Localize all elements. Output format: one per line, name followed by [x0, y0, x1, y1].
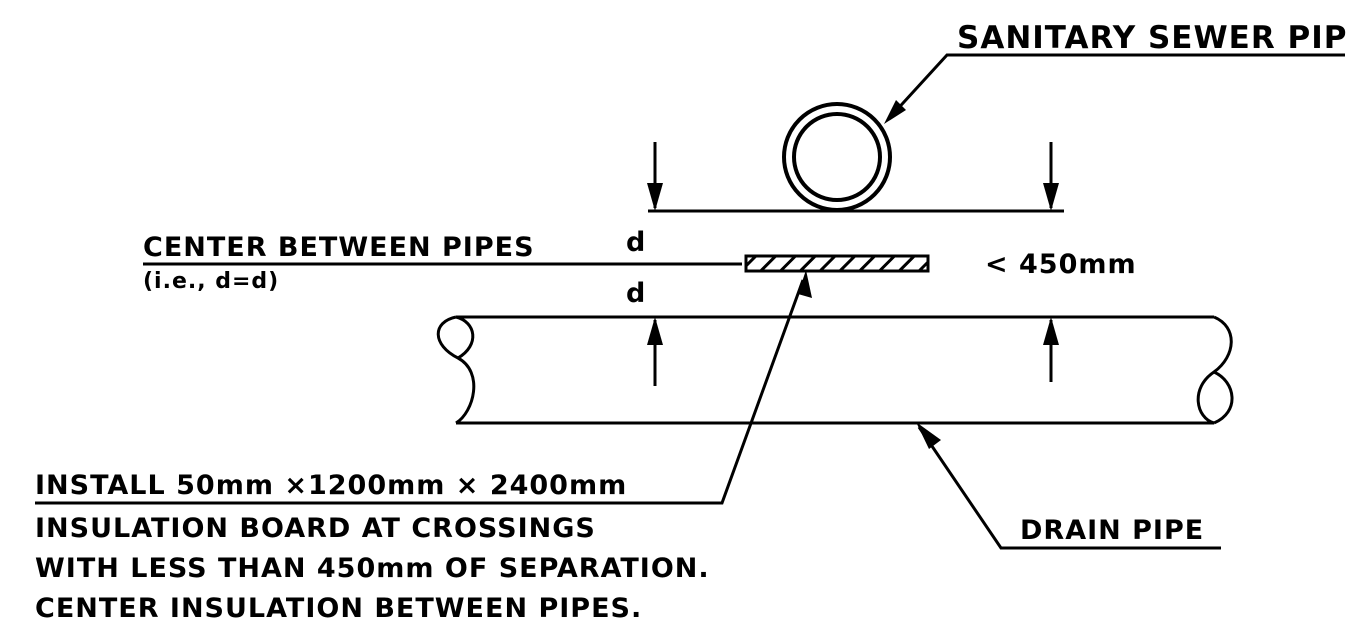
d-upper-label: d — [626, 227, 647, 258]
d-lower-label: d — [626, 278, 647, 309]
sanitary-sewer-pipe — [782, 102, 892, 212]
ie-label: (i.e., d=d) — [143, 269, 280, 294]
note-line-2: INSULATION BOARD AT CROSSINGS — [35, 513, 596, 544]
separation-label: < 450mm — [985, 249, 1137, 280]
center-between-pipes-label: CENTER BETWEEN PIPES — [143, 232, 535, 263]
sewer-pipe-leader — [884, 53, 1345, 124]
right-dimension-arrows — [1043, 142, 1059, 382]
left-dimension-arrows — [647, 142, 663, 386]
note-leader — [35, 270, 812, 505]
note-line-1: INSTALL 50mm ×1200mm × 2400mm — [35, 470, 628, 501]
sanitary-sewer-pipe-label: SANITARY SEWER PIPE — [957, 20, 1349, 56]
drain-pipe-label: DRAIN PIPE — [1020, 515, 1205, 546]
note-line-4: CENTER INSULATION BETWEEN PIPES. — [35, 593, 643, 624]
drain-pipe-leader — [916, 422, 1221, 550]
note-line-3: WITH LESS THAN 450mm OF SEPARATION. — [35, 553, 710, 584]
insulation-board — [744, 254, 930, 273]
drain-pipe — [436, 315, 1234, 425]
